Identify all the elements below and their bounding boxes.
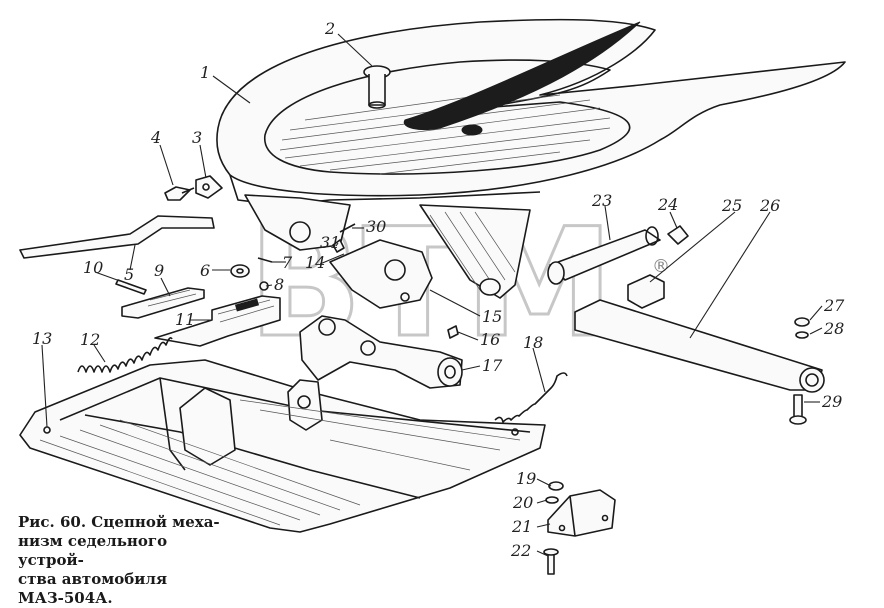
part-bolt-16 (447, 325, 459, 339)
callout-4: 4 (150, 128, 161, 147)
callout-26: 26 (759, 196, 780, 215)
callout-11: 11 (175, 310, 195, 329)
callout-14: 14 (305, 253, 325, 272)
part-pin-31 (332, 239, 345, 253)
callout-6: 6 (200, 261, 210, 280)
part-bolt-29 (789, 394, 807, 425)
callout-25: 25 (721, 196, 742, 215)
callout-12: 12 (80, 330, 100, 349)
part-block-25 (627, 274, 665, 309)
part-saddle-plate (216, 18, 846, 206)
callout-9: 9 (154, 261, 164, 280)
callout-20: 20 (512, 493, 533, 512)
callout-18: 18 (523, 333, 543, 352)
part-plate-15 (329, 239, 433, 309)
callout-27: 27 (823, 296, 845, 315)
part-pin-30 (339, 223, 356, 233)
part-clip-24 (667, 225, 689, 245)
part-roller-23 (547, 226, 661, 285)
figure-caption: Рис. 60. Сцепной меха- низм седельного у… (18, 513, 220, 607)
callout-8: 8 (274, 275, 284, 294)
part-spring-18 (494, 372, 568, 423)
part-nut-19 (548, 481, 564, 491)
callout-2: 2 (324, 19, 335, 38)
callout-22: 22 (510, 541, 531, 560)
callout-30: 30 (366, 217, 386, 236)
part-lever-5 (19, 215, 215, 259)
callout-13: 13 (32, 329, 52, 348)
callout-31: 31 (320, 233, 340, 252)
callout-5: 5 (124, 265, 134, 284)
part-yoke-17 (299, 315, 463, 389)
callout-3: 3 (192, 128, 202, 147)
exploded-assembly-diagram: BTM ® (19, 18, 846, 575)
callout-10: 10 (83, 258, 103, 277)
part-base-frame-13 (19, 359, 546, 533)
part-washer-28 (795, 331, 809, 339)
part-washer-20 (545, 496, 559, 504)
callout-1: 1 (200, 63, 210, 82)
callout-19: 19 (516, 469, 536, 488)
part-nut-27 (794, 317, 810, 327)
part-bracket-21 (547, 489, 616, 537)
callout-24: 24 (657, 195, 678, 214)
callout-16: 16 (480, 330, 500, 349)
callout-7: 7 (282, 253, 293, 272)
callout-17: 17 (482, 356, 503, 375)
leader-lines (41, 33, 823, 557)
callout-29: 29 (821, 392, 842, 411)
part-bracket-3 (195, 175, 223, 199)
callout-28: 28 (823, 319, 844, 338)
part-washer-6 (230, 264, 250, 278)
part-pin-7 (257, 257, 273, 263)
part-spring-12 (77, 337, 173, 373)
callouts: 1 2 3 4 5 6 7 8 9 10 11 12 13 14 15 16 1… (32, 19, 845, 560)
part-rod-10 (115, 279, 147, 295)
part-plate-bracket (244, 194, 531, 299)
callout-15: 15 (482, 307, 502, 326)
part-tube-26 (574, 299, 825, 393)
part-bolt-22 (543, 548, 559, 575)
callout-21: 21 (511, 517, 532, 536)
part-bolt-4 (164, 186, 195, 201)
part-slider-11 (154, 295, 281, 347)
watermark-registered-mark: ® (652, 256, 670, 277)
callout-23: 23 (591, 191, 612, 210)
part-pin (363, 65, 391, 109)
